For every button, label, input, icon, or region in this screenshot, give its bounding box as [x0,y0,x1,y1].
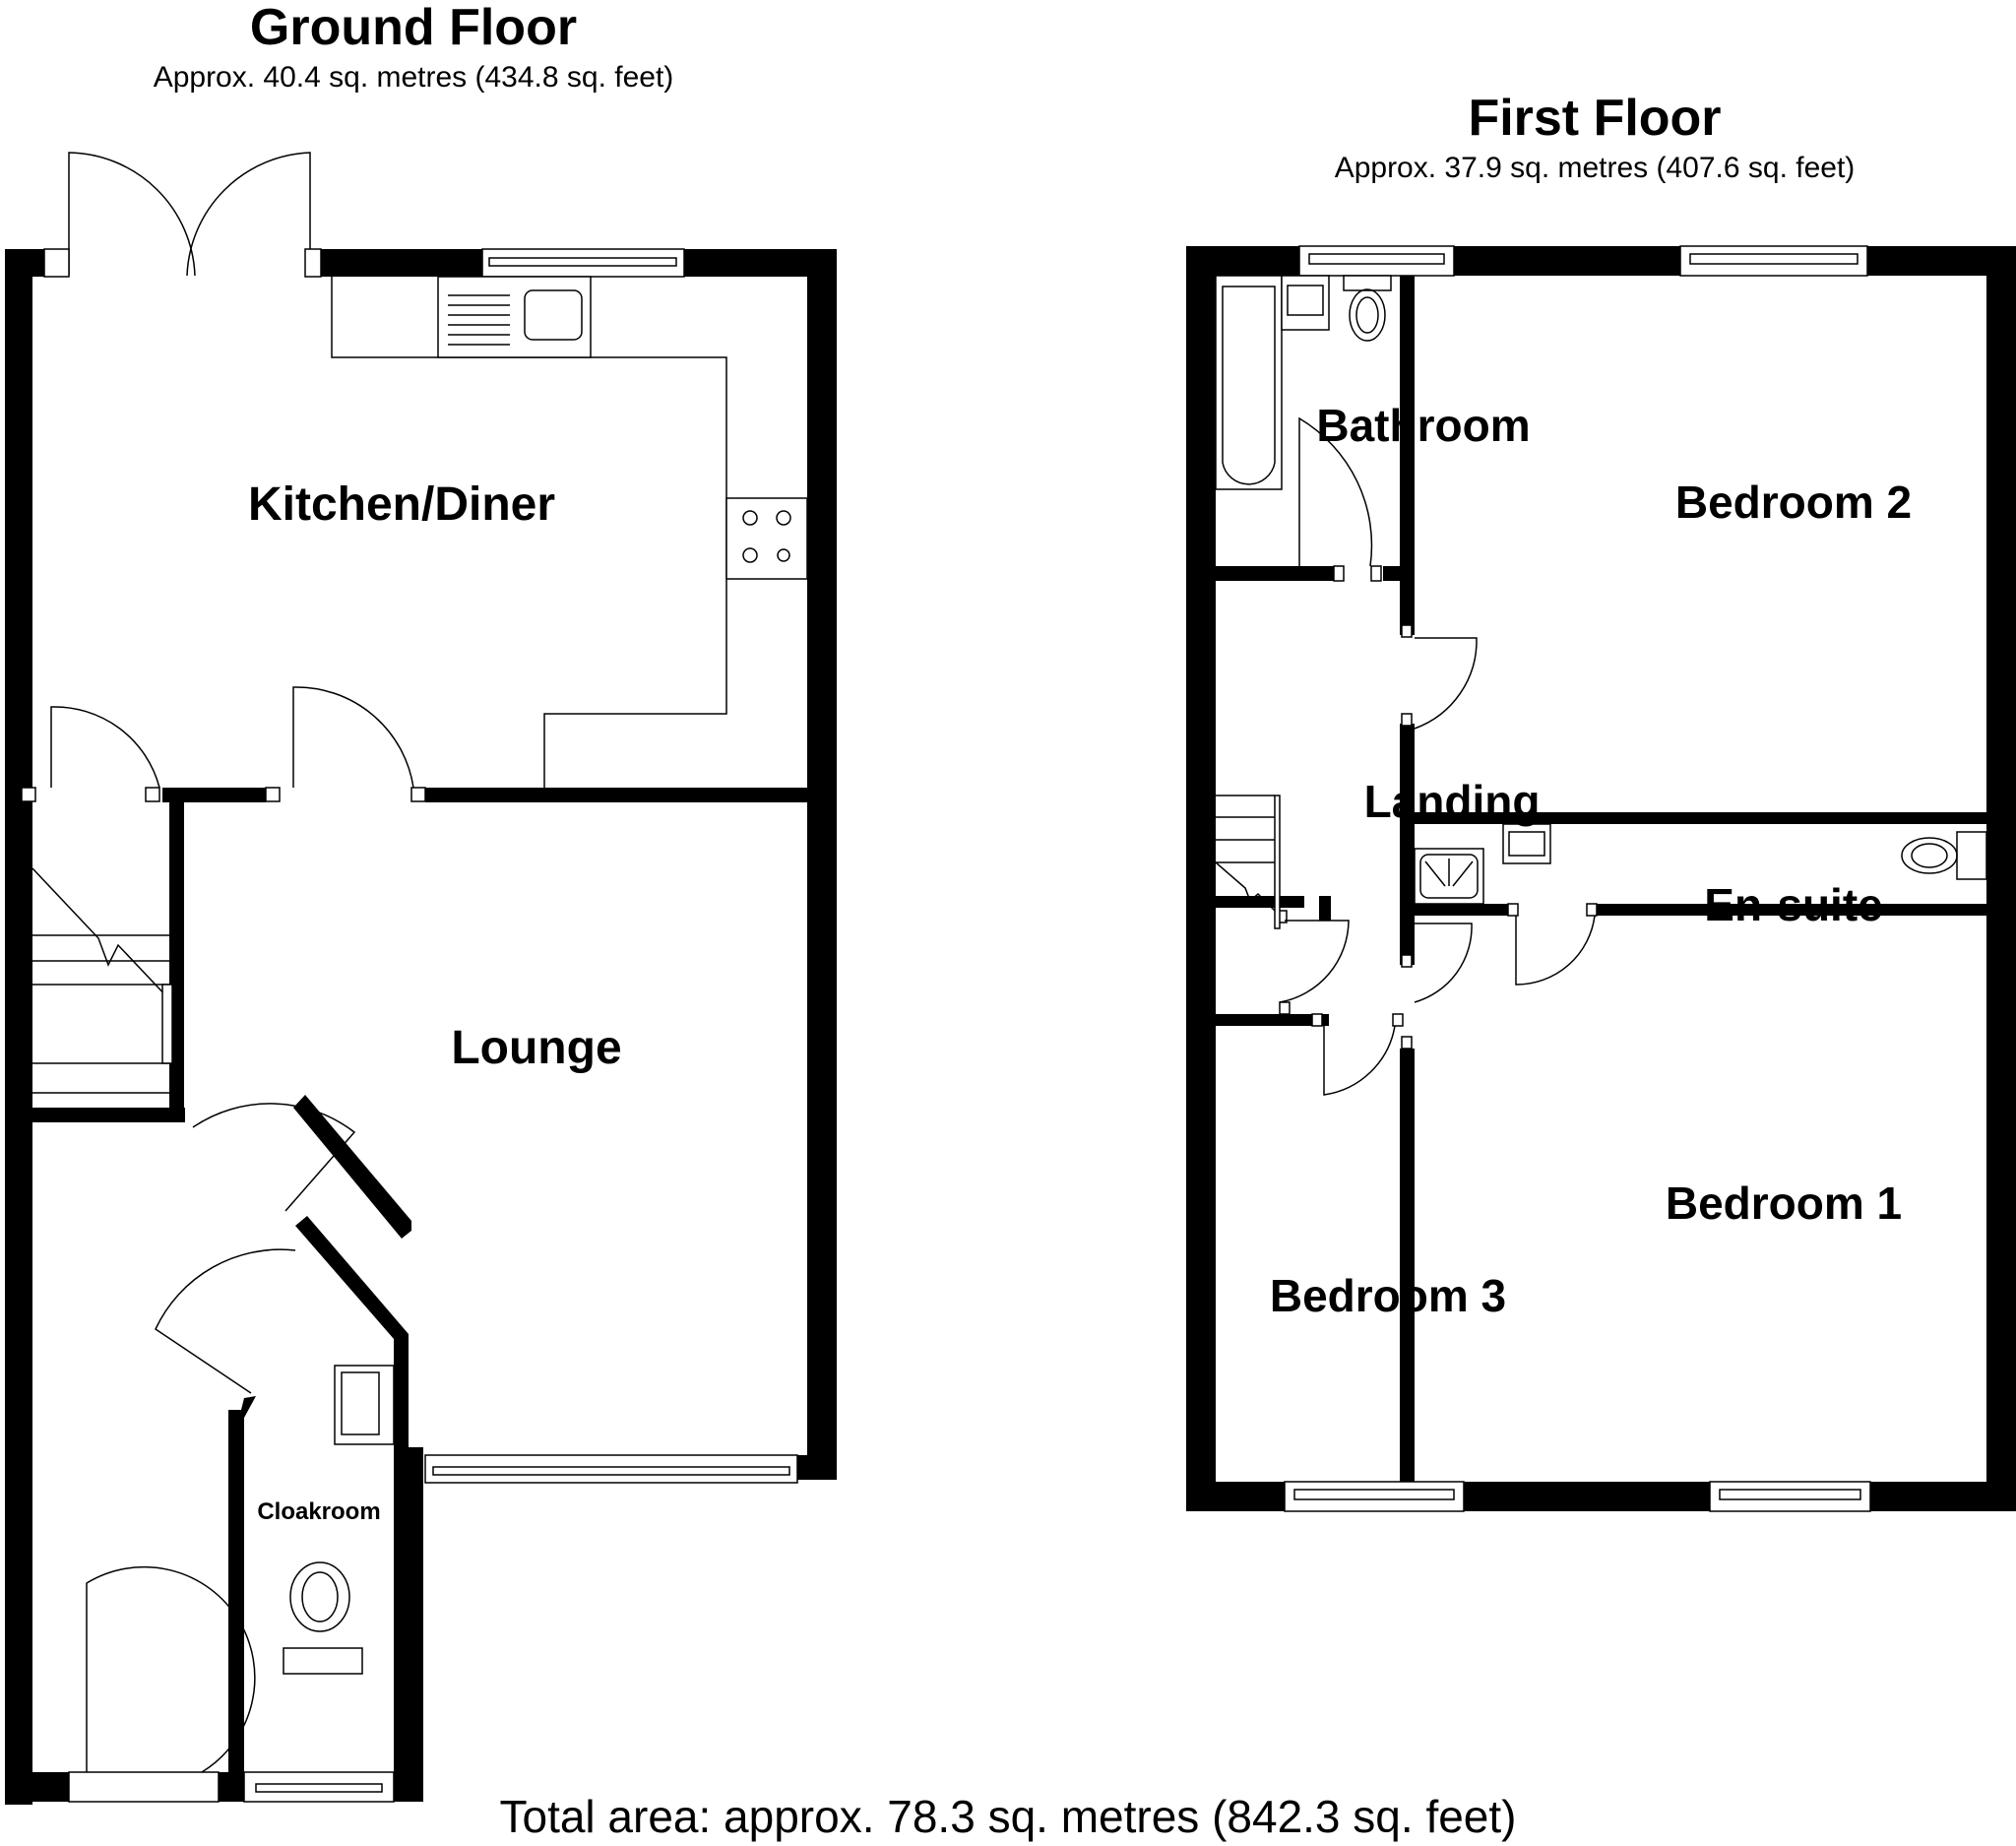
ground-floor-area: Approx. 40.4 sq. metres (434.8 sq. feet) [153,61,674,94]
ground-floor-plan [5,152,837,1805]
room-label-lounge: Lounge [451,1022,621,1074]
room-label-en-suite: En-suite [1704,879,1882,930]
first-floor-title: First Floor [1468,90,1722,147]
room-label-kitchen-diner: Kitchen/Diner [248,478,555,531]
total-area: Total area: approx. 78.3 sq. metres (842… [499,1791,1517,1842]
first-floor-area: Approx. 37.9 sq. metres (407.6 sq. feet) [1334,152,1856,184]
room-label-cloakroom: Cloakroom [257,1498,380,1525]
room-label-bedroom-1: Bedroom 1 [1666,1178,1902,1229]
room-label-bedroom-3: Bedroom 3 [1270,1270,1506,1321]
first-floor-stairs [1215,795,1281,929]
room-label-bedroom-2: Bedroom 2 [1675,477,1912,528]
ground-floor-title: Ground Floor [249,0,578,56]
room-label-bathroom: Bathroom [1316,400,1530,451]
room-label-landing: Landing [1364,776,1541,827]
ground-floor-stairs [32,867,173,1094]
draining-board-lines [448,294,510,346]
first-floor-plan [1186,245,2016,1512]
